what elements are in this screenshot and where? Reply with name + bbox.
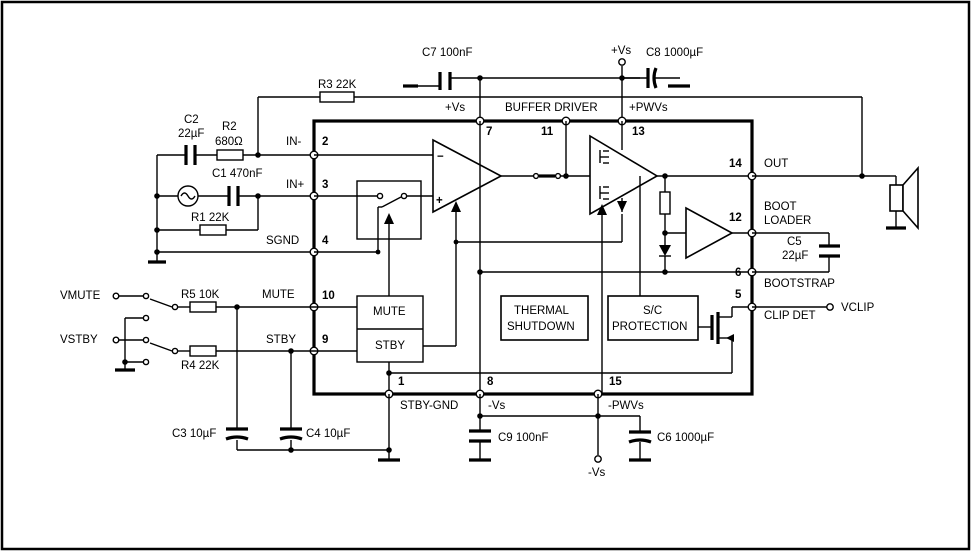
sc-line2: PROTECTION — [612, 321, 687, 333]
stby-block-label: STBY — [375, 340, 405, 352]
r2-resistor — [216, 149, 244, 161]
ic-boundary — [312, 119, 754, 396]
thermal-shutdown-block — [500, 295, 589, 341]
boot-diode-icon — [659, 245, 671, 256]
c3-label: C3 10µF — [172, 428, 216, 440]
thermal-line2: SHUTDOWN — [507, 321, 575, 333]
sc-protection-block — [607, 295, 699, 341]
boot-resistor — [659, 191, 671, 215]
r5-label: R5 10K — [181, 289, 220, 301]
c9-label: C9 100nF — [498, 432, 549, 444]
power-amp — [589, 134, 659, 216]
pin-13-number: 13 — [632, 126, 645, 138]
c1-label: C1 470nF — [212, 168, 263, 180]
thermal-line1: THERMAL — [514, 305, 570, 317]
c2-name: C2 — [184, 114, 199, 126]
c2-value: 22µF — [178, 128, 204, 140]
vs-top-terminal — [618, 58, 626, 66]
boot-buffer — [685, 206, 734, 260]
pin-10-number: 10 — [322, 290, 335, 302]
pin-1-number: 1 — [398, 376, 405, 388]
opamp-plus: + — [436, 195, 443, 207]
pin-2-name: IN- — [286, 136, 302, 148]
r3-label: R3 22K — [318, 79, 357, 91]
r4-label: R4 22K — [181, 360, 220, 372]
c7-label: C7 100nF — [422, 47, 473, 59]
r1-label: R1 22K — [191, 212, 230, 224]
pin-10-name: MUTE — [262, 289, 295, 301]
pin-12-number: 12 — [729, 212, 742, 224]
pin-3-name: IN+ — [286, 179, 305, 191]
vs-bottom-terminal — [594, 455, 602, 463]
c6-label: C6 1000µF — [657, 432, 714, 444]
clip-det-label: CLIP DET — [764, 310, 816, 322]
pin-11-number: 11 — [541, 126, 554, 138]
pin-9-name: STBY — [266, 334, 296, 346]
vs-pin7-label: +Vs — [445, 102, 465, 114]
opamp-minus: − — [437, 151, 444, 163]
pin-6-number: 6 — [735, 267, 741, 279]
pin-5-number: 5 — [735, 289, 742, 301]
vclip-label: VCLIP — [841, 302, 875, 314]
r4-resistor — [189, 345, 217, 357]
vstby-label: VSTBY — [60, 334, 98, 346]
r5-resistor — [189, 301, 217, 313]
vclip-terminal — [826, 303, 834, 311]
c4-label: C4 10µF — [306, 428, 350, 440]
pin-15-number: 15 — [609, 376, 622, 388]
speaker-icon — [886, 165, 919, 231]
pwvs-label: +PWVs — [629, 102, 668, 114]
vstby-terminal — [112, 336, 120, 344]
buffer-driver-label: BUFFER DRIVER — [505, 102, 598, 114]
pin-2-number: 2 — [322, 136, 328, 148]
r2-value: 680Ω — [215, 136, 243, 148]
pwvs-bottom-label: -PWVs — [608, 400, 644, 412]
op-amp — [432, 138, 503, 214]
vs-top-label: +Vs — [611, 45, 631, 57]
c7-capacitor — [403, 72, 480, 90]
out-label: OUT — [764, 158, 788, 170]
r2-name: R2 — [222, 121, 237, 133]
pin-8-number: 8 — [487, 376, 494, 388]
c8-top-capacitor — [622, 67, 690, 89]
vs-pin8-label: -Vs — [488, 400, 506, 412]
r3-resistor — [319, 91, 355, 103]
r1-resistor — [199, 224, 227, 236]
vmute-terminal — [112, 292, 120, 300]
pin-9-number: 9 — [322, 334, 328, 346]
pin-3-number: 3 — [322, 179, 328, 191]
c5-value: 22µF — [782, 250, 808, 262]
bootstrap-label: BOOTSTRAP — [764, 278, 835, 290]
stby-gnd-label: STBY-GND — [400, 400, 458, 412]
pin-4-name: SGND — [266, 235, 299, 247]
mute-block-label: MUTE — [373, 306, 406, 318]
pin-14-number: 14 — [729, 158, 742, 170]
vs-bottom-label: -Vs — [588, 467, 606, 479]
pin-7-number: 7 — [486, 126, 492, 138]
c8-top-label: C8 1000µF — [646, 47, 703, 59]
sc-line1: S/C — [643, 305, 662, 317]
vmute-label: VMUTE — [60, 290, 101, 302]
c5-name: C5 — [787, 236, 802, 248]
boot-label: BOOT — [764, 201, 797, 213]
loader-label: LOADER — [764, 215, 811, 227]
pin-4-number: 4 — [322, 235, 329, 247]
